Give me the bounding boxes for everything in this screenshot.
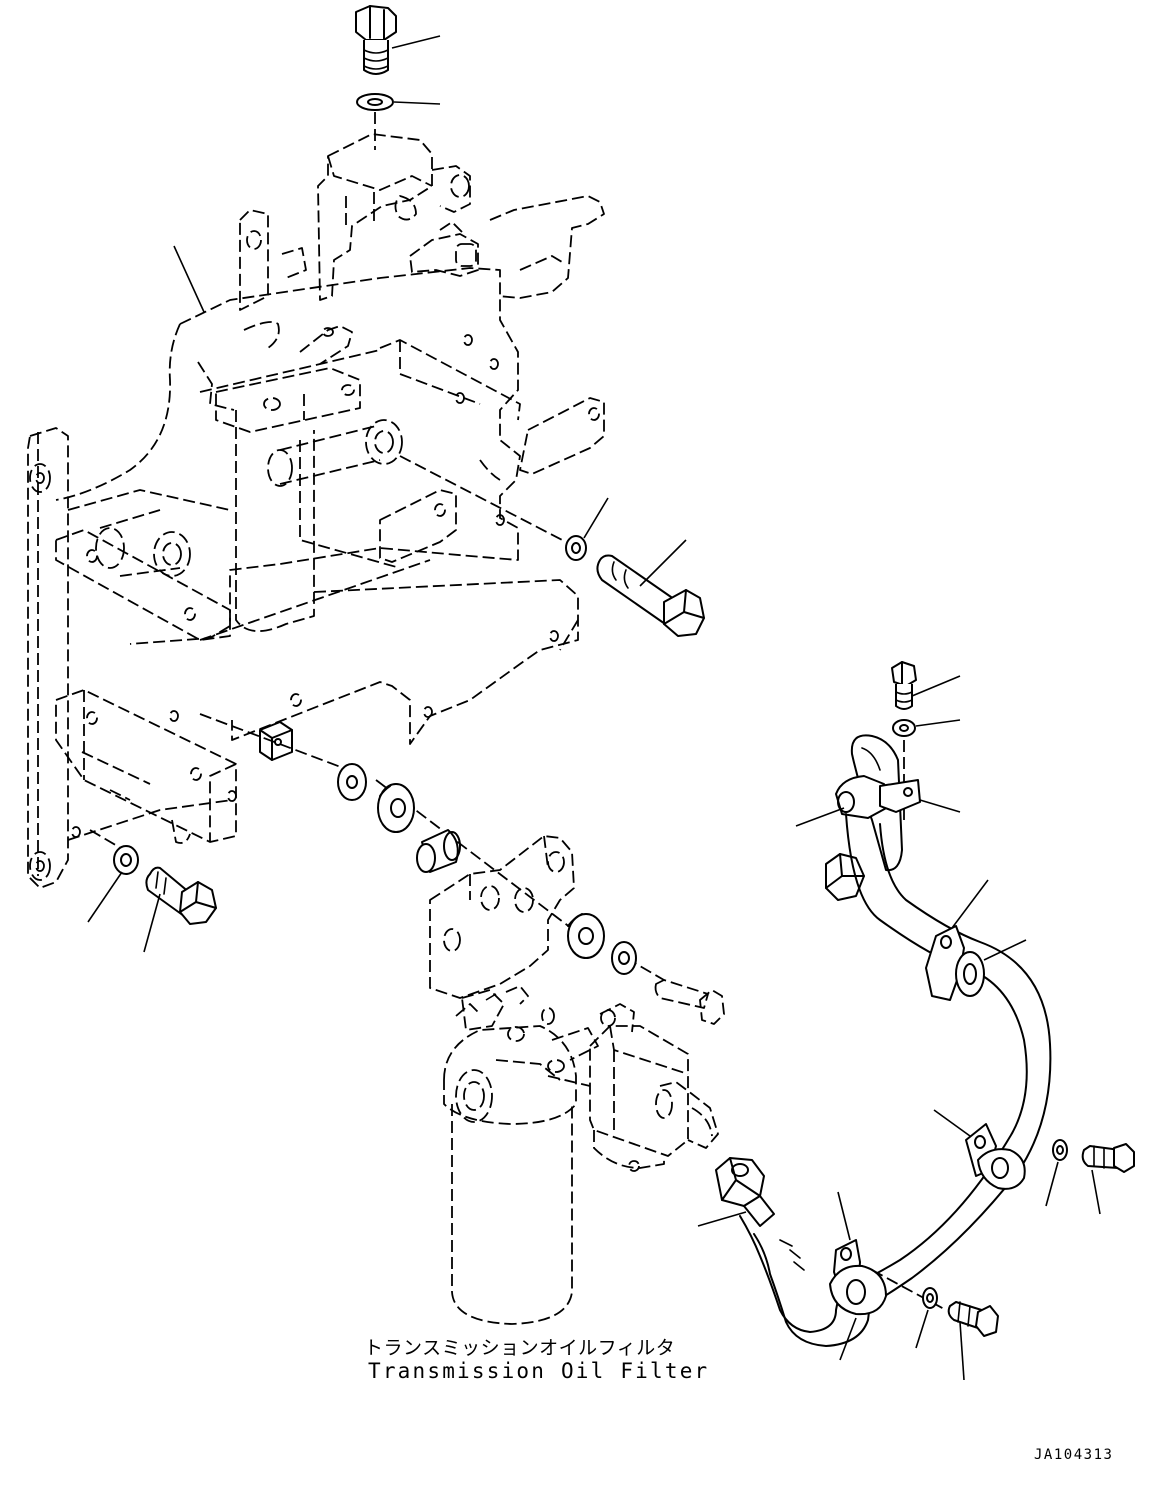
drawing-number: JA104313: [1034, 1447, 1114, 1463]
left-bolt: [145, 866, 217, 925]
leader-top-right-washer: [915, 719, 961, 727]
leader-right-washer-lower: [915, 1309, 929, 1349]
right-washer-middle: [1052, 1139, 1068, 1161]
middle-left-plate: [55, 529, 231, 641]
leader-right-bolt-middle: [1091, 1169, 1101, 1215]
centerline-filter-bracket: [375, 779, 601, 951]
part-name-japanese: トランスミッションオイルフィルタ: [364, 1337, 676, 1359]
leader-top-right-bolt: [911, 675, 961, 697]
valve-bracket: [317, 133, 605, 301]
centerline-frame-lower: [199, 713, 355, 773]
leader-filter-fitting: [485, 993, 497, 1001]
leader-upper-clamp: [919, 799, 961, 813]
leader-right-washer-middle: [1045, 1161, 1059, 1207]
upper-hose-elbow: [835, 734, 921, 872]
top-right-bolt: [891, 661, 917, 710]
filter-collar: [567, 913, 605, 959]
leader-clamp-upper-b: [983, 939, 1027, 961]
leader-right-bolt-lower: [959, 1321, 965, 1381]
top-bolt: [355, 5, 397, 75]
leader-upper-hose: [795, 807, 845, 827]
filter-mount-bolt: [654, 979, 725, 1025]
part-name-english: Transmission Oil Filter: [368, 1359, 710, 1383]
leader-lower-hose: [697, 1211, 747, 1227]
upper-hose-fitting: [825, 853, 865, 901]
right-bolt-middle: [1081, 1143, 1135, 1173]
leader-left-bolt: [143, 893, 161, 953]
right-bolt-lower: [947, 1301, 999, 1337]
lower-left-box: [55, 689, 237, 844]
stack-washer: [337, 763, 367, 801]
frame-long-bolt: [596, 554, 705, 637]
frame-washer-right: [565, 535, 587, 561]
leader-left-washer: [87, 871, 123, 923]
hose-clamp-upper: [925, 925, 985, 1001]
leader-clamp-lower-b: [839, 1317, 857, 1361]
transmission-oil-filter: [443, 985, 599, 1325]
hose-clamp-lower: [829, 1239, 887, 1316]
centerline-frame-left: [89, 829, 125, 851]
lower-frame-plate: [169, 559, 579, 745]
lower-hose-fitting: [715, 1157, 775, 1227]
main-hose: [739, 813, 1052, 1347]
leader-frame-long-bolt: [639, 539, 687, 587]
main-frame: [55, 209, 521, 645]
top-right-washer: [892, 719, 916, 737]
leader-clamp-lower-a: [837, 1191, 851, 1241]
leader-top-bolt: [391, 35, 441, 49]
upper-mount-bar: [215, 367, 361, 433]
filter-washer: [611, 941, 637, 975]
filter-bracket: [429, 835, 575, 999]
solenoid-valve: [589, 1003, 719, 1172]
leader-frame-washer-right: [583, 497, 609, 539]
hose-clamp-middle: [965, 1123, 1026, 1190]
right-bracket-tab: [379, 397, 605, 563]
leader-top-washer: [393, 101, 441, 105]
centerline-frame-right: [399, 455, 567, 543]
right-washer-lower: [922, 1287, 938, 1309]
leader-clamp-upper-a: [951, 879, 989, 929]
leader-clamp-middle: [933, 1109, 971, 1137]
frame-plate: [299, 325, 353, 365]
top-washer: [356, 93, 394, 111]
leader-main-frame: [173, 245, 205, 313]
stack-spacer: [416, 829, 461, 873]
frame-boss-left: [95, 509, 191, 577]
frame-boss-upper: [267, 419, 403, 487]
left-long-bracket: [27, 427, 233, 889]
stack-collar: [377, 783, 415, 833]
left-washer: [113, 845, 139, 875]
frame-square-nut: [259, 721, 293, 761]
